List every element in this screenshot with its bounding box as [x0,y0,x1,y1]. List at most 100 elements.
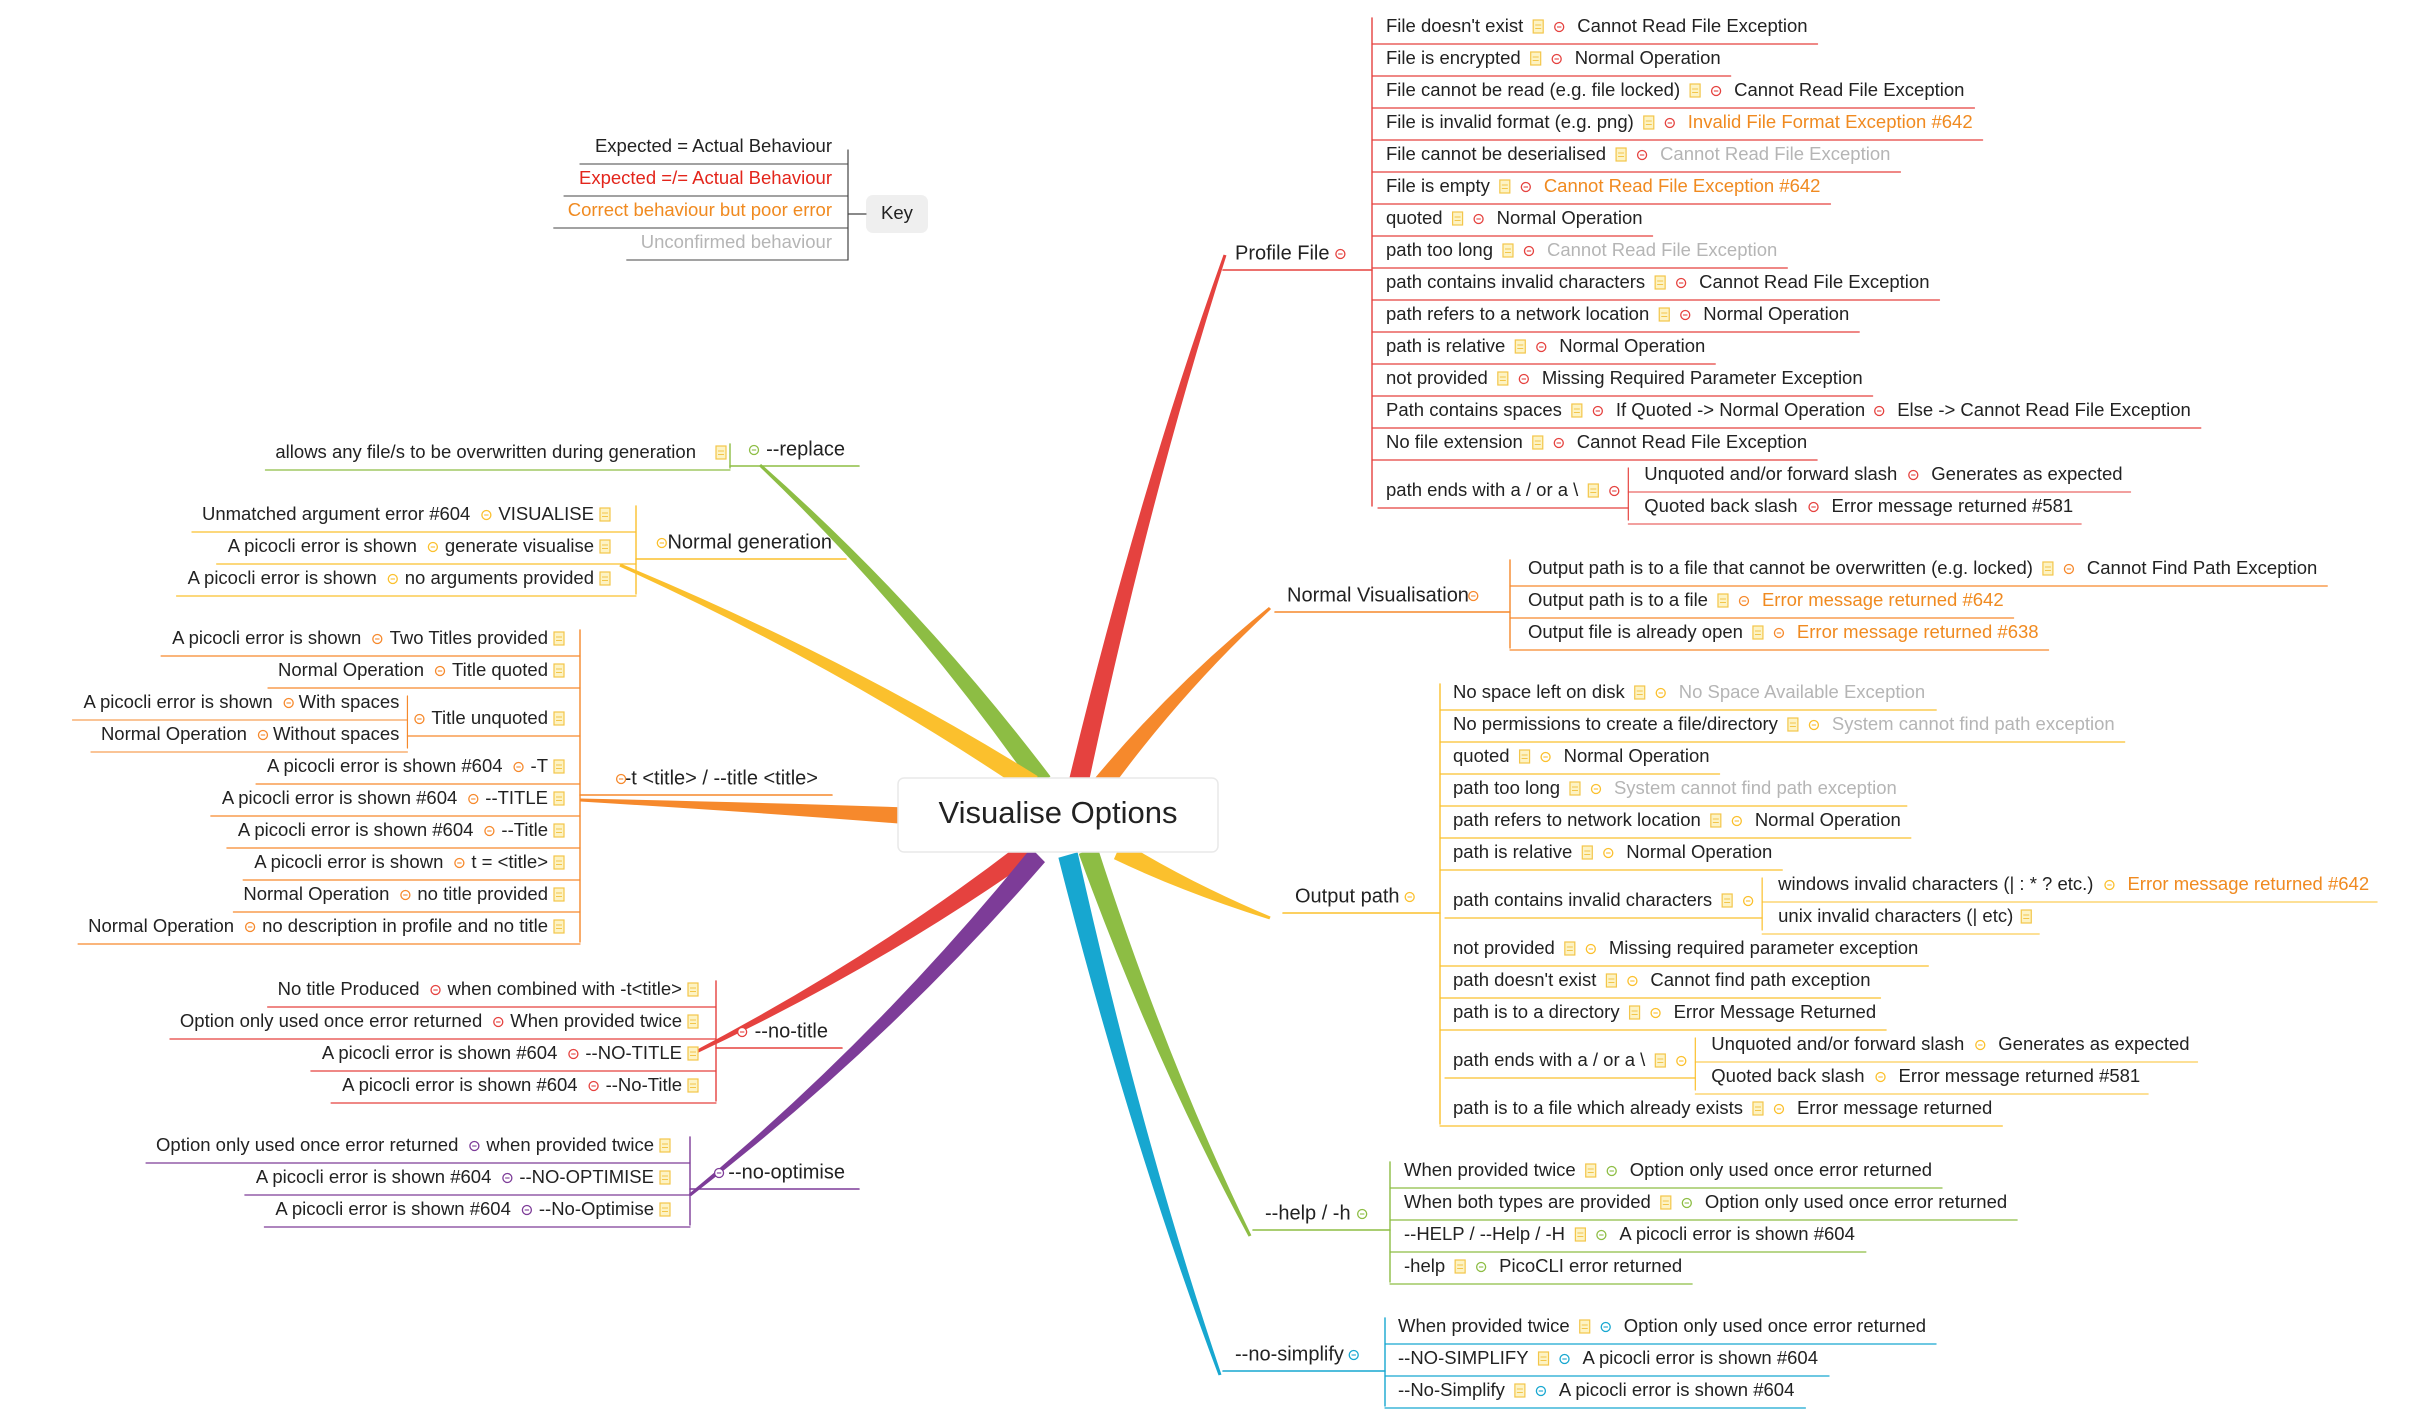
collapse-toggle-icon [1468,590,1479,602]
result-label: A picocli error is shown [188,567,377,588]
note-icon-body [2020,909,2032,924]
result-label: Normal Operation [1559,335,1705,356]
result-label: A picocli error is shown #604 [275,1198,510,1219]
note-icon-body [553,711,565,726]
note-icon-body [687,1014,699,1029]
note-icon [599,507,611,522]
collapse-toggle-icon [1738,595,1750,607]
branch-label-normal-generation: Normal generation [667,531,832,553]
collapse-toggle-icon [400,889,411,901]
collapse-toggle-icon [1808,719,1820,731]
collapse-toggle-icon [1664,117,1675,129]
collapse-toggle-icon [1650,1007,1661,1019]
result-label: Option only used once error returned [156,1134,458,1155]
collapse-toggle-icon [2104,879,2115,891]
condition-label: not provided [1453,937,1555,958]
key-box [866,195,928,233]
result-label: A picocli error is shown [254,851,443,872]
collapse-toggle-icon [1731,815,1742,827]
condition-label: path too long [1453,777,1560,798]
condition-label: generate visualise [445,535,594,556]
collapse-toggle-icon [1585,943,1596,955]
result-label: Generates as expected [1998,1033,2189,1054]
result-label: Normal Operation [1703,303,1849,324]
note-icon-body [599,571,611,586]
note-icon [1752,1101,1764,1116]
result-label: Missing required parameter exception [1609,937,1919,958]
note-icon-body [1502,243,1514,258]
note-icon [1532,435,1544,450]
result-label: Error message returned #581 [1832,495,2074,516]
note-icon [553,855,565,870]
note-icon-body [1615,147,1627,162]
note-icon-body [553,823,565,838]
collapse-toggle-icon [1536,341,1547,353]
collapse-toggle-icon [257,729,269,741]
condition-label: When both types are provided [1404,1191,1651,1212]
collapse-toggle-icon [481,509,492,521]
note-icon-body [1579,1319,1591,1334]
result-label: System cannot find path exception [1832,713,2115,734]
condition-label: path ends with a / or a \ [1453,1049,1646,1070]
collapse-toggle-icon [1348,1349,1359,1361]
note-icon [1628,1005,1641,1020]
condition-label: File is invalid format (e.g. png) [1386,111,1634,132]
condition-label: Output path is to a file [1528,589,1708,610]
note-icon [1721,893,1733,908]
collapse-toggle-icon [568,1048,579,1060]
note-icon-body [553,919,565,934]
result-label: allows any file/s to be overwritten duri… [275,441,696,462]
condition-label: no title provided [417,883,548,904]
note-icon [1710,813,1722,828]
branch-label-help: --help / -h [1265,1202,1351,1224]
collapse-toggle-icon [1609,485,1620,497]
result-label: System cannot find path exception [1614,777,1897,798]
result-label: If Quoted -> Normal Operation [1616,399,1865,420]
condition-label: File cannot be deserialised [1386,143,1606,164]
note-icon [1579,1319,1591,1334]
sub-condition-label: Unquoted and/or forward slash [1711,1033,1964,1054]
branch-label-replace: --replace [766,438,845,460]
note-icon-body [1643,115,1655,130]
branch-output-path [1113,840,1271,920]
collapse-toggle-icon [414,713,425,725]
note-icon [687,1078,699,1093]
result-label: Option only used once error returned [1705,1191,2007,1212]
note-icon-body [659,1202,671,1217]
sub-condition-label: windows invalid characters (| : * ? etc.… [1777,873,2093,894]
key-item-label: Unconfirmed behaviour [641,231,832,252]
note-icon-body [1634,685,1646,700]
collapse-toggle-icon [468,793,479,805]
condition-label: When provided twice [1398,1315,1570,1336]
note-icon [2042,561,2054,576]
note-icon [1717,593,1729,608]
note-icon-body [1717,593,1729,608]
condition-label: No file extension [1386,431,1523,452]
condition-label: --No-Optimise [539,1198,654,1219]
condition-label: File is encrypted [1386,47,1521,68]
result-label: A picocli error is shown #604 [322,1042,557,1063]
result-label: Error message returned #638 [1797,621,2039,642]
result-label: A picocli error is shown #604 [1619,1223,1854,1244]
result-label: A picocli error is shown #604 [222,787,457,808]
collapse-toggle-icon [1559,1353,1570,1365]
branch-label-no-title: --no-title [755,1020,828,1042]
condition-label: --No-Simplify [1398,1379,1506,1400]
note-icon-body [1689,83,1701,98]
branch-label-profile-file: Profile File [1235,242,1329,264]
collapse-toggle-icon [1553,437,1564,449]
note-icon [1518,749,1531,764]
note-icon-body [553,887,565,902]
note-icon [1787,717,1799,732]
note-icon [1569,781,1581,796]
condition-label: no arguments provided [405,567,594,588]
result-label: Error Message Returned [1674,1001,1877,1022]
note-icon-body [1514,1383,1526,1398]
note-icon [1581,845,1593,860]
collapse-toggle-icon [1636,149,1648,161]
note-icon-body [1518,749,1531,764]
condition-label: quoted [1386,207,1443,228]
note-icon-body [1585,1163,1597,1178]
condition-label: path is to a file which already exists [1453,1097,1743,1118]
